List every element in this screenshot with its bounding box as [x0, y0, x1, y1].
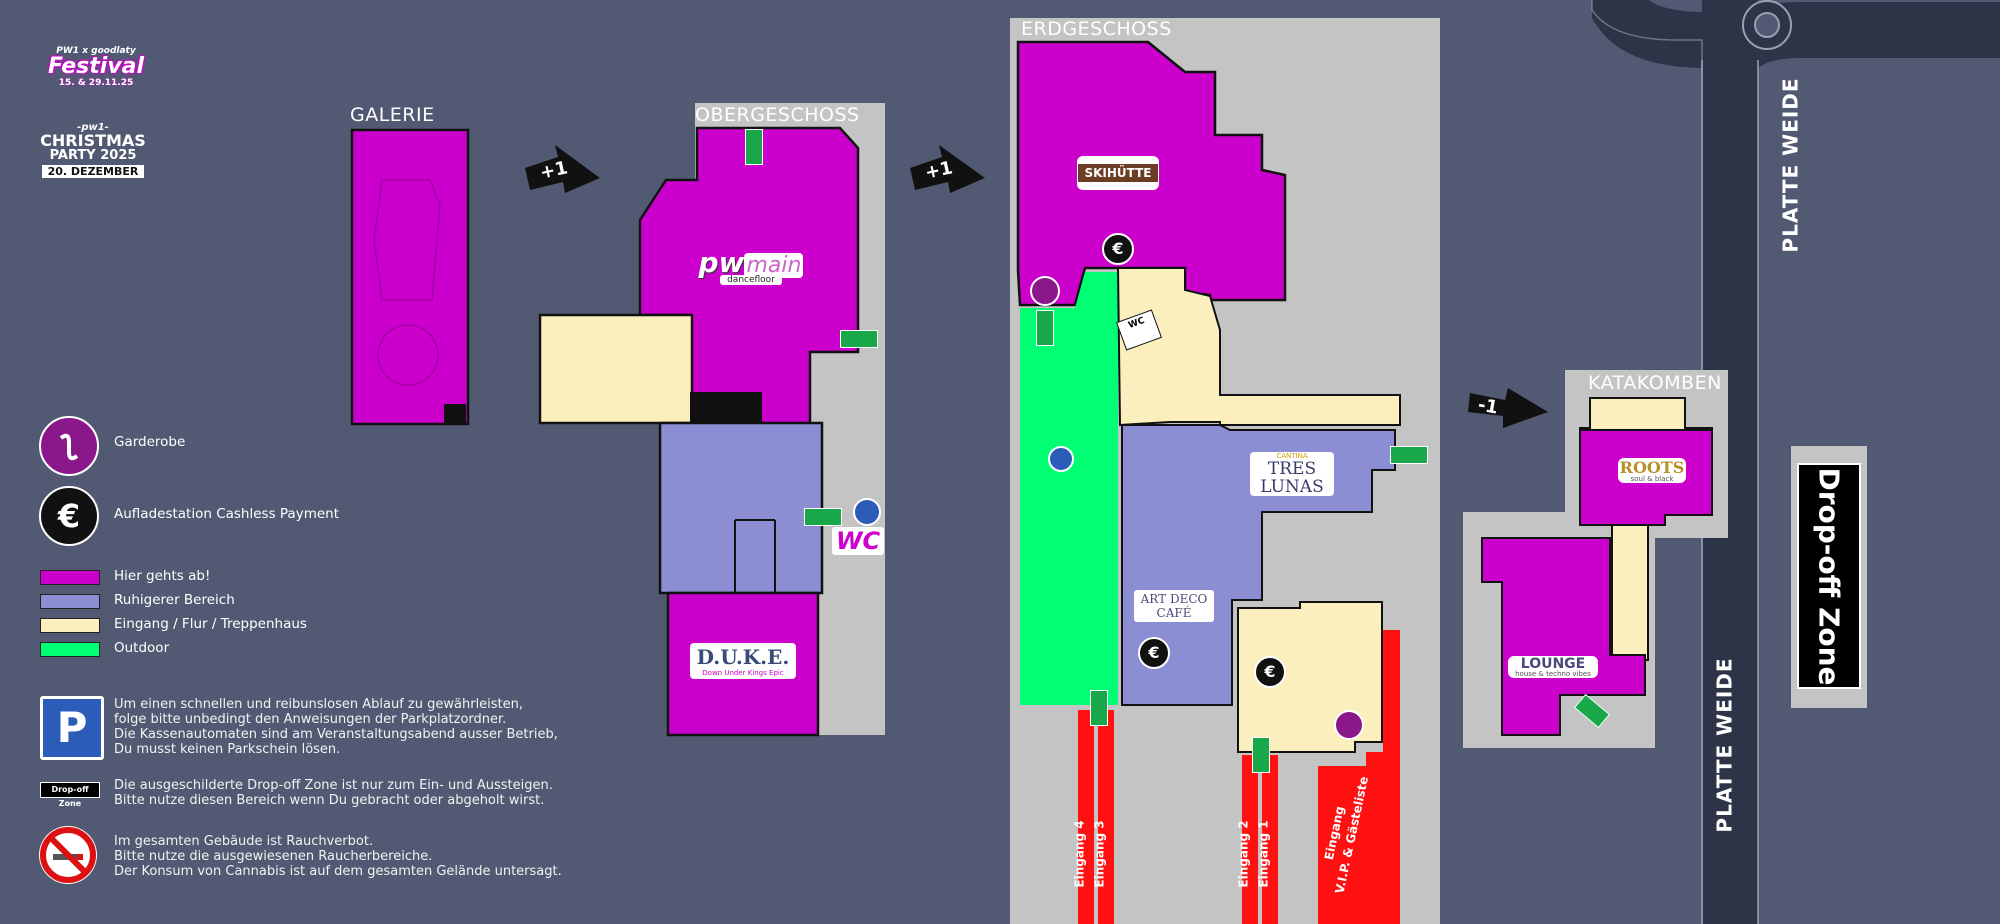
entrance-2-label: Eingang 2 [1236, 820, 1251, 888]
legend-outdoor-label: Outdoor [114, 640, 170, 656]
map-cashless-icon-1: € [1102, 233, 1134, 265]
legend-swatch-hier [40, 570, 100, 585]
legend-hier-label: Hier gehts ab! [114, 568, 211, 584]
eg-stairs [1116, 267, 1401, 427]
legend-swatch-ruhig [40, 594, 100, 609]
art-deco-logo: ART DECO CAFÉ [1134, 590, 1214, 622]
parking-icon: P [40, 696, 104, 760]
dropoff-plot: Drop-off Zone [1791, 446, 1867, 708]
smoking-info: Im gesamten Gebäude ist Rauchverbot. Bit… [114, 834, 562, 879]
map-cashless-icon-2: € [1138, 637, 1170, 669]
elounge-logo: LOUNGE house & techno vibes [1508, 656, 1598, 678]
floor-title-obergeschoss: OBERGESCHOSS [695, 104, 860, 126]
legend-garderobe-icon [39, 416, 99, 476]
floor-title-galerie: GALERIE [350, 104, 435, 126]
duke-logo: D.U.K.E. Down Under Kings Epic [690, 643, 796, 679]
exit-sign-eg-right [1390, 446, 1428, 464]
legend-cashless-label: Aufladestation Cashless Payment [114, 506, 339, 522]
entrance-vip [1318, 630, 1400, 924]
street-label-top: PLATTE WEIDE [1778, 77, 1803, 253]
entrance-1-label: Eingang 1 [1256, 820, 1271, 888]
outdoor-area [1020, 272, 1118, 705]
street-label-bottom: PLATTE WEIDE [1712, 657, 1737, 833]
no-smoking-icon [39, 826, 97, 884]
tres-lunas-logo: CANTINA TRES LUNAS [1250, 452, 1334, 496]
floor-obergeschoss [538, 103, 885, 737]
arrow-up-og [910, 145, 985, 193]
legend-garderobe-label: Garderobe [114, 434, 186, 450]
entrance-3 [1098, 710, 1114, 924]
floor-galerie [350, 128, 470, 426]
map-cashless-icon-3: € [1254, 656, 1286, 688]
exit-sign-og-top [745, 129, 763, 165]
floor-title-katakomben: KATAKOMBEN [1588, 372, 1722, 394]
exit-sign-eg-e1 [1252, 737, 1270, 773]
floor-erdgeschoss [1010, 18, 1440, 924]
dropoff-mini-icon: Drop-off Zone [40, 782, 100, 808]
roots-logo: ROOTS soul & black [1618, 458, 1686, 483]
entrance-4 [1078, 710, 1094, 924]
arrow-down-kat [1468, 388, 1548, 428]
map-garderobe-icon [1030, 276, 1060, 306]
parking-info: Um einen schnellen und reibunslosen Abla… [114, 697, 558, 757]
pwmain-logo: pwmain dancefloor [698, 246, 804, 285]
wc-icon [853, 498, 881, 526]
legend-swatch-outdoor [40, 642, 100, 657]
elounge-area [1481, 537, 1646, 736]
legend-cashless-icon: € [39, 486, 99, 546]
map-garderobe-icon-2 [1334, 710, 1364, 740]
og-ruhig [658, 421, 824, 595]
arrow-up-galerie [525, 145, 600, 193]
arrow-label-down: -1 [1476, 394, 1500, 419]
galerie-area [350, 128, 470, 426]
map-wc-icon-outdoor [1048, 446, 1074, 472]
exit-sign-og-wc [804, 508, 842, 526]
floor-katakomben [1463, 370, 1728, 748]
entrance-4-label: Eingang 4 [1072, 820, 1087, 888]
wc-label: WC [832, 527, 885, 555]
road [1591, 0, 2000, 924]
skihutte-logo: SKIHÜTTE [1077, 156, 1159, 190]
og-stairs [538, 313, 694, 425]
floor-title-erdgeschoss: ERDGESCHOSS [1021, 18, 1172, 40]
dropoff-info: Die ausgeschilderte Drop-off Zone ist nu… [114, 778, 553, 808]
dropoff-sign: Drop-off Zone [1812, 466, 1846, 686]
entrance-2 [1242, 755, 1258, 924]
christmas-logo: -pw1- CHRISTMAS PARTY 2025 20. DEZEMBER [40, 122, 146, 178]
exit-sign-og-right [840, 330, 878, 348]
entrance-3-label: Eingang 3 [1092, 820, 1107, 888]
legend-swatch-eingang [40, 618, 100, 633]
entrance-1 [1262, 755, 1278, 924]
exit-sign-eg-e3 [1090, 690, 1108, 726]
exit-sign-eg-outdoor [1036, 310, 1054, 346]
legend-ruhig-label: Ruhigerer Bereich [114, 592, 235, 608]
legend-eingang-label: Eingang / Flur / Treppenhaus [114, 616, 307, 632]
festival-logo: PW1 x goodlaty Festival 15. & 29.11.25 [47, 46, 145, 88]
